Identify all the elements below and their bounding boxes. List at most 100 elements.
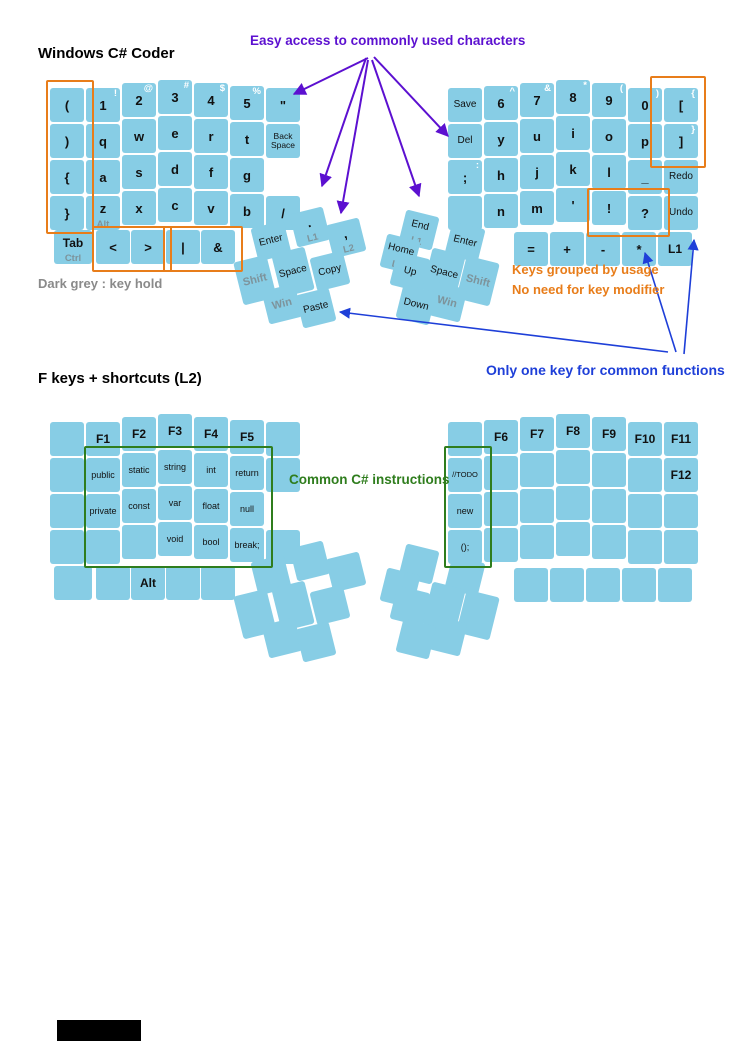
key-label: - xyxy=(600,241,606,257)
key-label: Redo xyxy=(669,171,693,182)
key-label: ' xyxy=(571,197,575,213)
key-blank: ! xyxy=(592,191,626,225)
key-blank xyxy=(664,530,698,564)
key-label: . xyxy=(305,214,313,231)
key-blank: ' xyxy=(556,188,590,222)
key-blank xyxy=(628,494,662,528)
key-blank: > xyxy=(131,230,165,264)
key-x: x xyxy=(122,191,156,225)
key-blank xyxy=(448,422,482,456)
key-f9: F9 xyxy=(592,417,626,451)
key-label: private xyxy=(89,505,117,516)
key-blank xyxy=(484,528,518,562)
arrow xyxy=(338,307,669,353)
key-n: n xyxy=(484,194,518,228)
arrow xyxy=(336,59,369,215)
key-label: ; xyxy=(462,169,468,185)
key-blank: ? xyxy=(628,196,662,230)
key-label: F12 xyxy=(670,468,692,482)
key-label: F11 xyxy=(670,432,691,446)
key-label: Shift xyxy=(241,270,269,289)
key-label: 7 xyxy=(533,92,541,108)
shifted-label: % xyxy=(252,86,261,97)
key-f8: F8 xyxy=(556,414,590,448)
key-v: v xyxy=(194,191,228,225)
key-blank xyxy=(556,522,590,556)
key-label: ) xyxy=(64,133,70,149)
key-int: int xyxy=(194,453,228,487)
key-null: null xyxy=(230,492,264,526)
key-label: s xyxy=(135,164,143,180)
key-label: 3 xyxy=(171,89,179,105)
key-label: y xyxy=(497,131,505,147)
key-string: string xyxy=(158,450,192,484)
key-blank xyxy=(50,494,84,528)
key-g: g xyxy=(230,158,264,192)
key-undo: Undo xyxy=(664,196,698,230)
key-d: d xyxy=(158,152,192,186)
key-b: b xyxy=(230,194,264,228)
key-label: + xyxy=(563,241,571,257)
csharp-annotation: Common C# instructions xyxy=(289,472,450,487)
key-label: L1 xyxy=(667,242,682,256)
key-label: const xyxy=(128,500,150,511)
key-label: Tab xyxy=(62,235,84,250)
key-label: void xyxy=(166,533,184,544)
key-label: ( xyxy=(64,97,70,113)
dark-grey-annotation: Dark grey : key hold xyxy=(38,276,163,291)
key-label: { xyxy=(64,169,70,185)
key-blank xyxy=(50,530,84,564)
footer-bar xyxy=(57,1020,141,1041)
key-label: break; xyxy=(234,539,260,550)
key-c: c xyxy=(158,188,192,222)
key-e: e xyxy=(158,116,192,150)
key-blank: ) xyxy=(50,124,84,158)
key-8: 8* xyxy=(556,80,590,114)
key-blank: & xyxy=(201,230,235,264)
key-save: Save xyxy=(448,88,482,122)
key-blank: + xyxy=(550,232,584,266)
key-label: k xyxy=(569,161,577,177)
key-j: j xyxy=(520,155,554,189)
key-label: bool xyxy=(202,536,220,547)
key-label: F4 xyxy=(203,427,218,441)
arrow xyxy=(319,57,367,188)
key-blank xyxy=(592,489,626,523)
key-9: 9( xyxy=(592,83,626,117)
key-label: F6 xyxy=(493,430,508,444)
key-new: new xyxy=(448,494,482,528)
key-label: x xyxy=(135,200,143,216)
arrow xyxy=(373,56,449,137)
key-blank xyxy=(395,618,437,660)
key-label: Win xyxy=(270,295,294,312)
key-label: F7 xyxy=(529,427,544,441)
hold-label: Ctrl xyxy=(64,252,82,264)
key-label: int xyxy=(206,464,216,475)
key-blank xyxy=(520,453,554,487)
key-return: return xyxy=(230,456,264,490)
key-p: p xyxy=(628,124,662,158)
key-f4: F4 xyxy=(194,417,228,451)
layer2-title: F keys + shortcuts (L2) xyxy=(38,370,202,387)
key-f2: F2 xyxy=(122,417,156,451)
key-6: 6^ xyxy=(484,86,518,120)
grouped-annotation-line2: No need for key modifier xyxy=(512,281,665,297)
key-a: a xyxy=(86,160,120,194)
shifted-label: $ xyxy=(219,83,225,94)
shifted-label: { xyxy=(691,88,695,99)
key-label: Enter xyxy=(452,233,479,250)
key-blank xyxy=(628,458,662,492)
key-label: a xyxy=(99,169,107,185)
key-2: 2@ xyxy=(122,83,156,117)
key-blank xyxy=(86,530,120,564)
key-m: m xyxy=(520,191,554,225)
key-label: (); xyxy=(460,541,470,552)
key-label: F2 xyxy=(131,427,146,441)
shifted-label: ( xyxy=(619,83,623,94)
shifted-label: * xyxy=(583,80,587,91)
shifted-label: ! xyxy=(113,88,117,99)
hold-label: L1 xyxy=(305,230,320,245)
key-bool: bool xyxy=(194,525,228,559)
